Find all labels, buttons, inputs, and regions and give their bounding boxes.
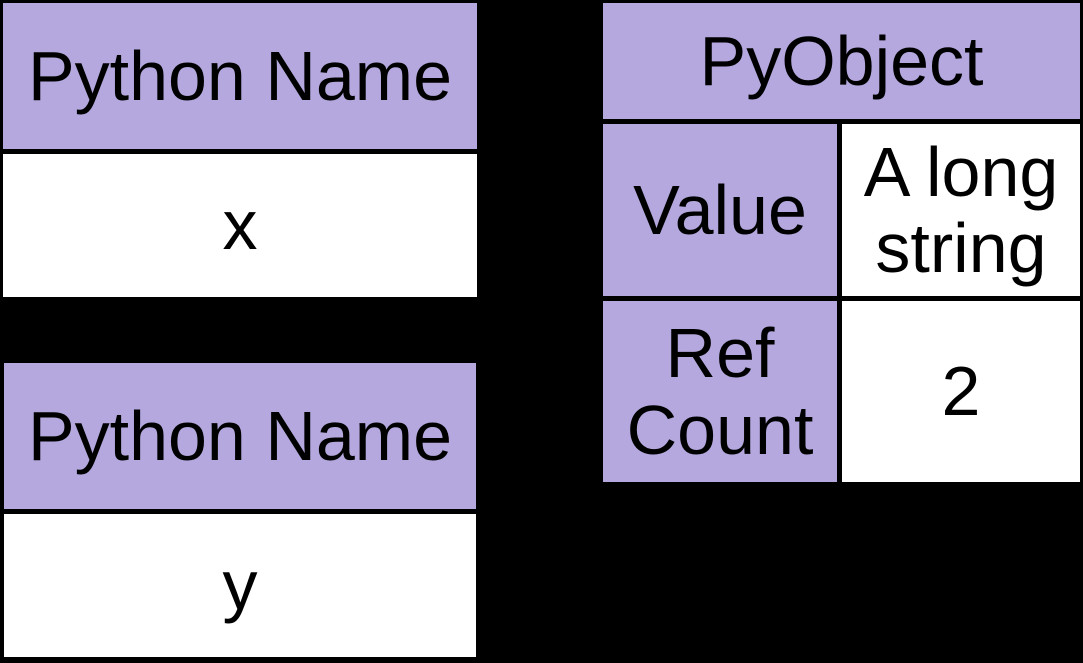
pyobject-field-row-refcount: Ref Count 2 bbox=[603, 301, 1080, 482]
variable-box-y: Python Name y bbox=[0, 359, 480, 663]
pyobject-title: PyObject bbox=[603, 3, 1080, 119]
pyobject-value-content: A long string bbox=[842, 124, 1080, 296]
variable-box-x-header: Python Name bbox=[3, 3, 477, 149]
pyobject-field-row-value: Value A long string bbox=[603, 124, 1080, 296]
variable-box-x: Python Name x bbox=[0, 0, 480, 300]
variable-box-x-name: x bbox=[3, 154, 477, 297]
variable-box-y-header: Python Name bbox=[4, 363, 476, 509]
pyobject-refcount-content: 2 bbox=[842, 301, 1080, 482]
variable-box-y-name: y bbox=[4, 514, 476, 657]
pyobject-refcount-label: Ref Count bbox=[603, 301, 837, 482]
pyobject-box: PyObject Value A long string Ref Count 2 bbox=[600, 0, 1083, 485]
pyobject-value-label: Value bbox=[603, 124, 837, 296]
